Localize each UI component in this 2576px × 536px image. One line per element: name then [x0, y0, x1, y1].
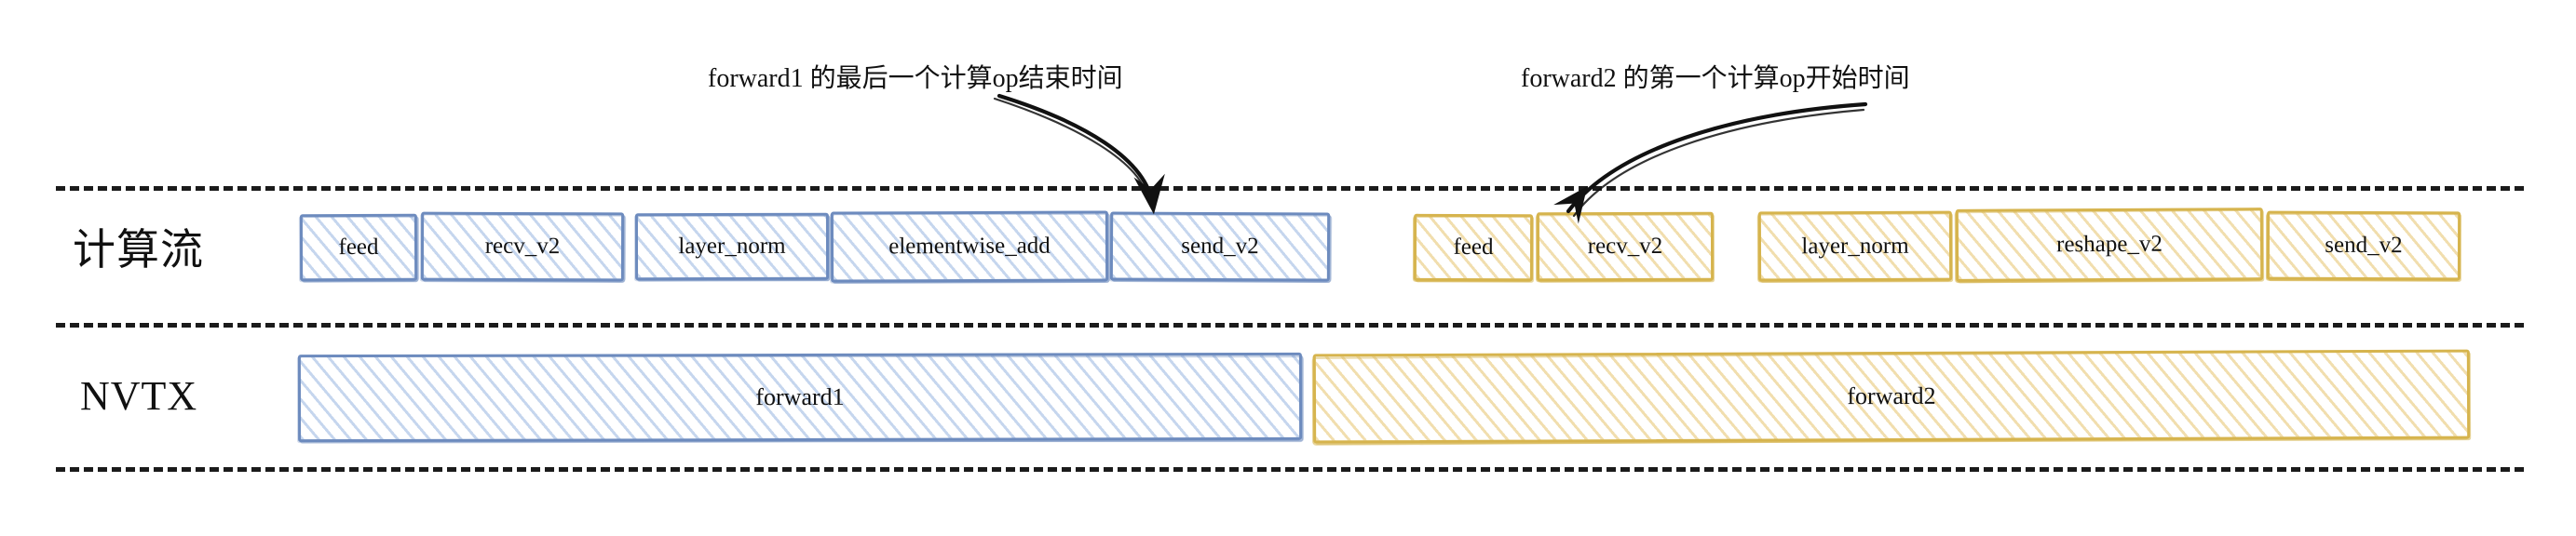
op-block-label: send_v2 [2325, 232, 2403, 259]
op-block-feed-1[interactable]: feed [299, 213, 418, 282]
arrow-forward2-first-op-start [1553, 101, 1868, 224]
nvtx-range-forward1[interactable]: forward1 [297, 352, 1303, 443]
guide-line-bottom [56, 467, 2524, 472]
op-block-recv-v2-2[interactable]: recv_v2 [1536, 211, 1715, 282]
guide-line-top [56, 186, 2524, 191]
op-block-recv-v2-1[interactable]: recv_v2 [420, 211, 625, 282]
op-block-elementwise-add-1[interactable]: elementwise_add [830, 210, 1109, 283]
guide-line-middle [56, 323, 2524, 328]
op-block-label: elementwise_add [888, 233, 1051, 260]
op-block-label: send_v2 [1181, 233, 1259, 260]
op-block-label: recv_v2 [484, 233, 561, 260]
nvtx-range-forward2[interactable]: forward2 [1312, 349, 2471, 444]
op-block-label: feed [1453, 234, 1494, 261]
op-block-label: feed [338, 234, 379, 261]
nvtx-range-label: forward1 [755, 382, 845, 411]
annotation-forward2-first-op-start: forward2 的第一个计算op开始时间 [1521, 64, 1910, 93]
op-block-label: layer_norm [1801, 233, 1909, 259]
op-block-send-v2-2[interactable]: send_v2 [2266, 210, 2461, 281]
op-block-label: reshape_v2 [2056, 231, 2162, 258]
nvtx-range-label: forward2 [1847, 382, 1936, 410]
row-label-compute-stream: 计算流 [73, 224, 204, 275]
row-label-nvtx: NVTX [80, 373, 198, 419]
annotation-forward1-last-op-end: forward1 的最后一个计算op结束时间 [708, 64, 1123, 93]
op-block-layer-norm-1[interactable]: layer_norm [634, 212, 830, 281]
op-block-send-v2-1[interactable]: send_v2 [1109, 211, 1331, 282]
op-block-reshape-v2-2[interactable]: reshape_v2 [1955, 208, 2264, 282]
op-block-feed-2[interactable]: feed [1413, 213, 1534, 282]
op-block-label: recv_v2 [1587, 233, 1663, 260]
op-block-label: layer_norm [678, 233, 786, 260]
op-block-layer-norm-2[interactable]: layer_norm [1757, 210, 1953, 282]
